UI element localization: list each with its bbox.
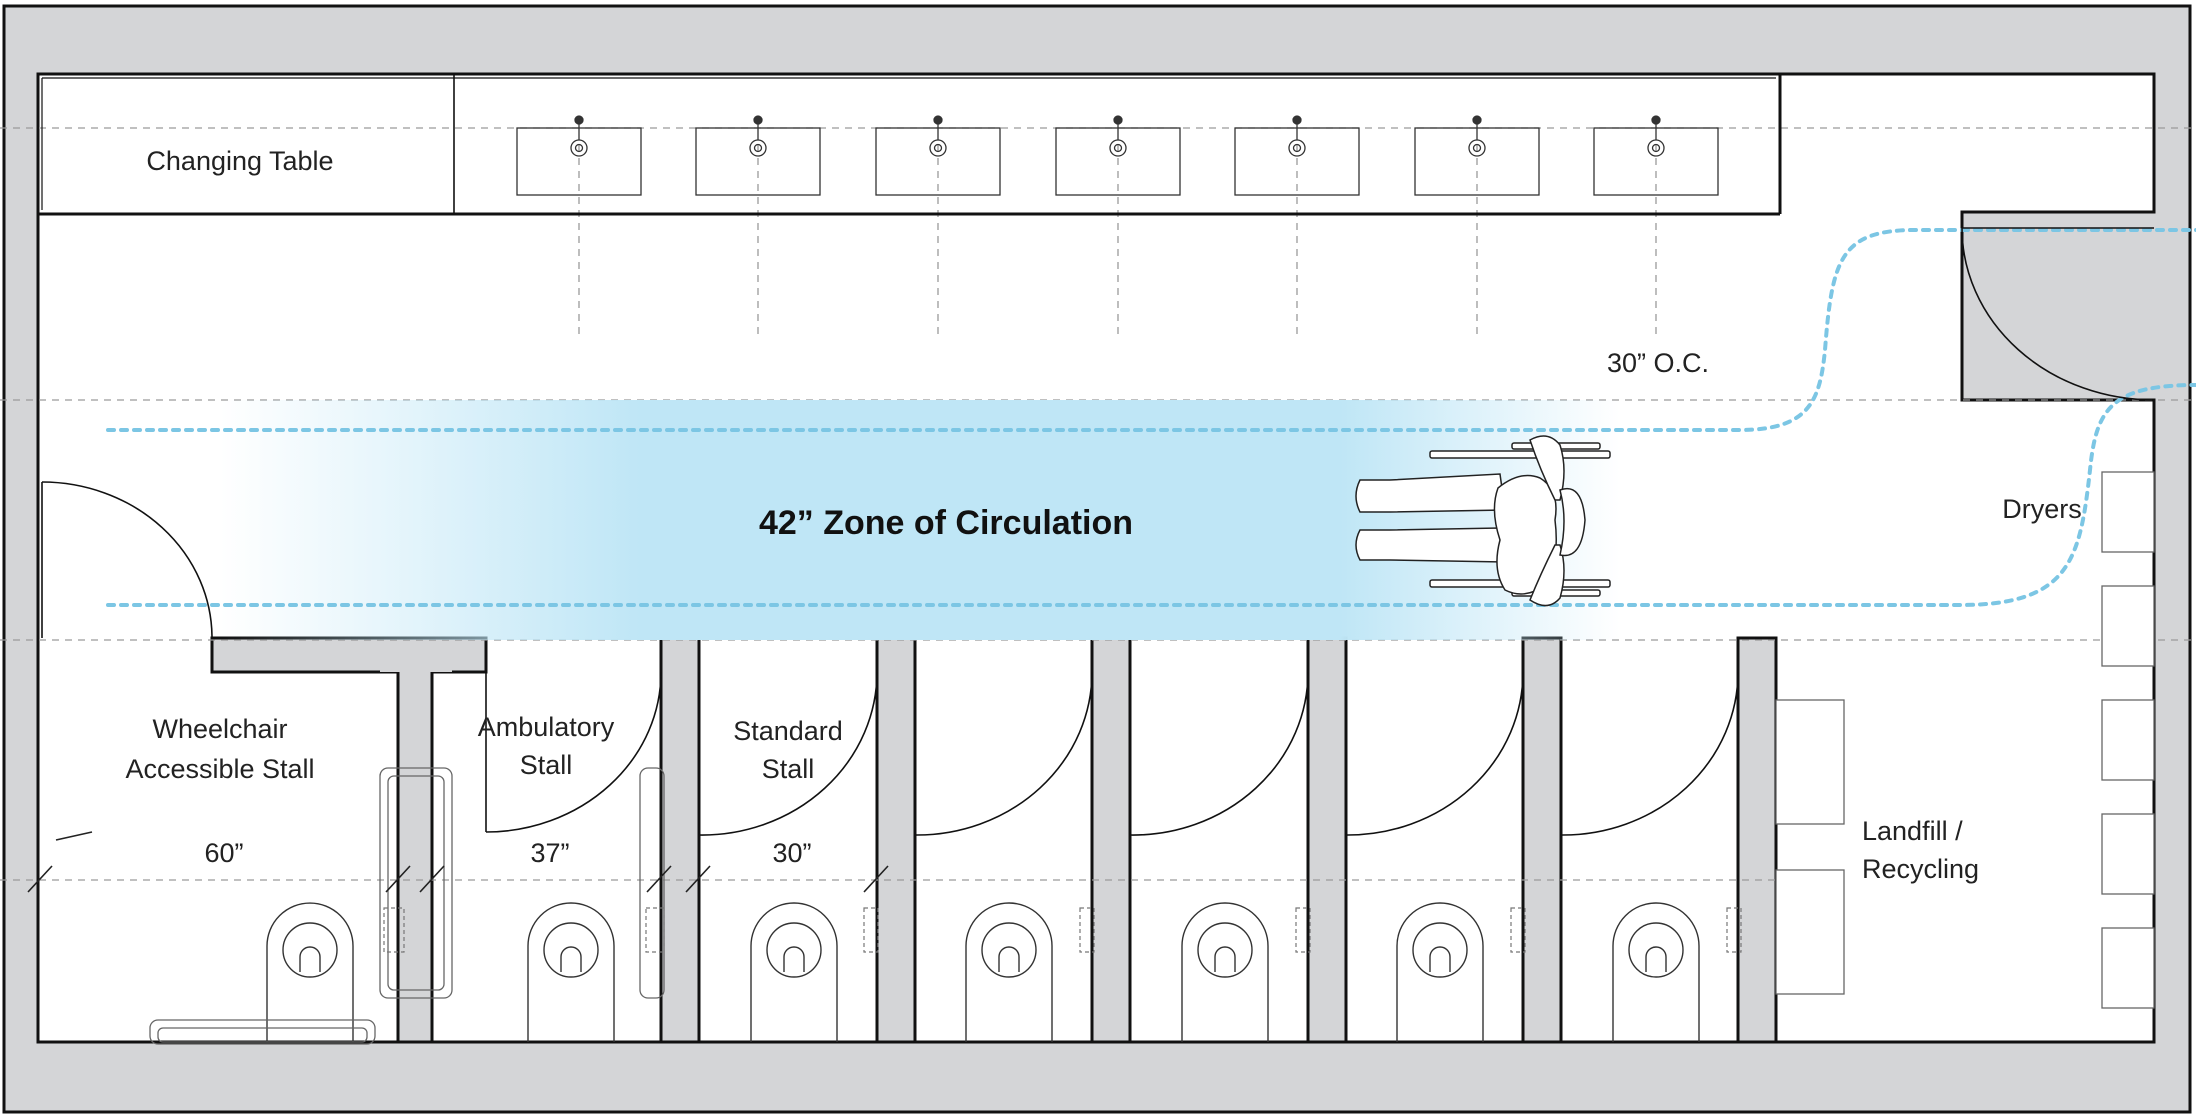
partition-7 [1736,636,1778,1044]
dimension-ambulatory: 37” [530,838,569,868]
dryer-1 [2101,471,2155,553]
label-circulation-zone: 42” Zone of Circulation [759,504,1133,542]
wheelchair-user-icon [1355,435,1611,607]
circulation-zone [220,400,1620,640]
label-landfill-1: Landfill / [1862,816,1963,846]
dryer-3 [2101,699,2155,781]
labels: Changing Table 30” O.C. 42” Zone of Circ… [125,146,2081,884]
dryer-4 [2101,813,2155,895]
toilet-ambulatory [527,902,615,1042]
sinks [516,115,1719,196]
outer-wall [2,4,2192,1114]
counter [38,74,1782,216]
label-dryers: Dryers [2002,494,2082,524]
toilets [266,902,1700,1042]
label-ambulatory-stall-1: Ambulatory [478,712,615,742]
grab-bars [149,767,665,1045]
label-oc-spacing: 30” O.C. [1607,348,1709,378]
toilet-standard-2 [965,902,1053,1042]
toilet-standard-5 [1612,902,1700,1042]
partition-3 [875,636,917,1044]
dryer-5 [2101,927,2155,1009]
dimension-standard: 30” [772,838,811,868]
toilet-paper-holders [383,907,1742,953]
partition-2 [659,636,701,1044]
doors [41,212,2155,836]
sink-1 [516,115,642,196]
circulation-path [106,228,2196,607]
dryer-2 [2101,585,2155,667]
sink-2 [695,115,821,196]
toilet-standard-3 [1181,902,1269,1042]
toilet-standard-4 [1396,902,1484,1042]
partition-1 [396,668,434,1044]
label-wheelchair-stall-2: Accessible Stall [125,754,314,784]
recycling-bins [1775,699,1845,995]
toilet-standard-1 [750,902,838,1042]
label-ambulatory-stall-2: Stall [520,750,573,780]
sink-5 [1234,115,1360,196]
partition-4 [1090,636,1132,1044]
sink-3 [875,115,1001,196]
sink-7 [1593,115,1719,196]
dimension-ticks [27,831,889,893]
bin-2 [1775,869,1845,995]
label-landfill-2: Recycling [1862,854,1979,884]
partition-6 [1521,636,1563,1044]
label-wheelchair-stall-1: Wheelchair [152,714,287,744]
sink-4 [1055,115,1181,196]
bin-1 [1775,699,1845,825]
dimension-wheelchair: 60” [204,838,243,868]
toilet-wheelchair [266,902,354,1042]
partition-cap [380,662,452,672]
stall-wall-wheelchair [210,636,488,674]
partition-5 [1306,636,1348,1044]
label-standard-stall-1: Standard [733,716,843,746]
sink-6 [1414,115,1540,196]
walls [2,4,2192,1114]
dryers [2101,471,2155,1009]
label-changing-table: Changing Table [146,146,333,176]
label-standard-stall-2: Stall [762,754,815,784]
